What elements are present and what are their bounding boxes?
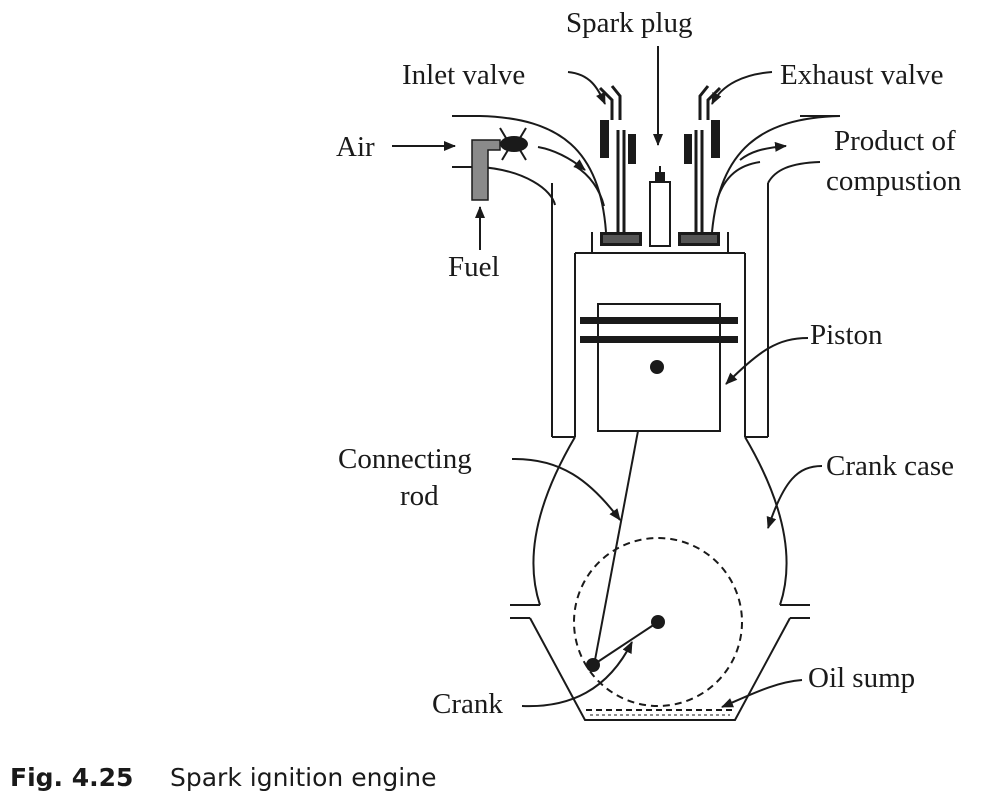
fuel-pipe — [471, 139, 501, 201]
crank-label: Crank — [432, 688, 503, 720]
air-label: Air — [336, 131, 375, 163]
crank-case-leader — [766, 465, 823, 529]
connecting-rod — [594, 430, 639, 661]
oil-sump-leader — [721, 679, 803, 708]
oil-sump-label: Oil sump — [808, 662, 915, 694]
exhaust-flow-arrow — [739, 141, 787, 161]
cylinder — [551, 183, 769, 438]
crank — [573, 537, 743, 707]
connecting-rod-label-line1: Connecting — [338, 443, 472, 475]
intake-flow-arrow — [537, 146, 586, 171]
spark-plug-label: Spark plug — [566, 7, 692, 39]
exhaust-port — [711, 115, 841, 233]
connecting-rod-leader — [511, 457, 621, 521]
gudgeon-pin — [650, 360, 664, 374]
inlet-valve — [598, 85, 642, 246]
spark-plug — [649, 166, 671, 247]
figure-title: Spark ignition engine — [170, 763, 436, 792]
crank-case-label: Crank case — [826, 450, 954, 482]
product-label-line1: Product of — [834, 125, 956, 157]
carburettor-nozzle — [499, 127, 528, 161]
piston-leader — [725, 337, 809, 385]
inlet-valve-label: Inlet valve — [402, 59, 525, 91]
oil-sump — [586, 709, 734, 716]
fuel-label: Fuel — [448, 251, 500, 283]
exhaust-valve-leader — [711, 71, 773, 105]
crank-case — [510, 436, 810, 721]
crank-leader — [521, 641, 633, 708]
product-label-line2: compustion — [826, 165, 962, 197]
piston-label: Piston — [810, 319, 883, 351]
inlet-valve-leader — [567, 71, 606, 105]
connecting-rod-label-line2: rod — [400, 480, 439, 512]
piston — [580, 303, 738, 432]
exhaust-valve-label: Exhaust valve — [780, 59, 943, 91]
figure-number: Fig. 4.25 — [10, 763, 133, 792]
